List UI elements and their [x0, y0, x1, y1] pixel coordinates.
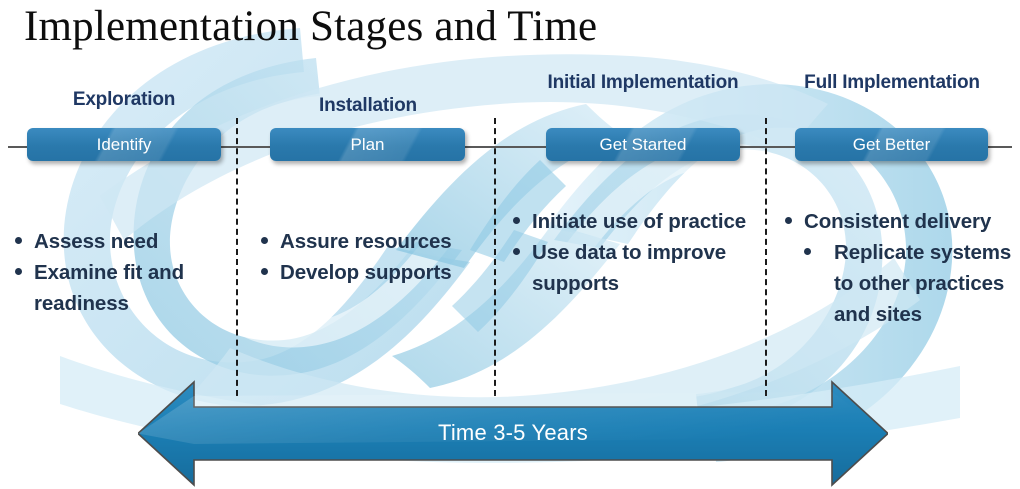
stage-bullets-exploration: Assess need Examine fit and readiness — [12, 226, 227, 319]
list-item: Consistent delivery — [782, 206, 1020, 237]
stage-chip-label: Get Started — [599, 134, 687, 154]
bullet-text: Assure resources — [280, 230, 452, 253]
list-item: Initiate use of practice — [510, 206, 750, 237]
stage-chip-label: Get Better — [852, 134, 931, 154]
list-item: Develop supports — [258, 257, 483, 288]
stage-heading-installation: Installation — [319, 95, 417, 116]
bullet-dot-icon — [513, 217, 520, 224]
stage-chip-plan[interactable]: Plan — [270, 128, 465, 161]
bullet-text: Consistent delivery — [804, 210, 992, 233]
bullet-dot-icon — [261, 268, 268, 275]
stage-heading-full-implementation: Full Implementation — [804, 72, 980, 93]
bullet-dot-icon — [513, 248, 520, 255]
stage-chip-get-better[interactable]: Get Better — [795, 128, 988, 161]
list-item: Assess need — [12, 226, 227, 257]
stage-chip-label: Identify — [96, 134, 152, 154]
bullet-dot-icon — [15, 237, 22, 244]
bullet-text: Develop supports — [280, 261, 452, 284]
page-title: Implementation Stages and Time — [24, 3, 598, 50]
bullet-text: Use data to improve supports — [532, 241, 727, 295]
bullet-text: Assess need — [34, 230, 159, 253]
stage-bullets-initial-implementation: Initiate use of practice Use data to imp… — [510, 206, 750, 299]
bullet-dot-icon — [15, 268, 22, 275]
bullet-dot-icon — [804, 248, 811, 255]
stage-heading-exploration: Exploration — [72, 89, 176, 110]
stage-chip-identify[interactable]: Identify — [27, 128, 221, 161]
time-double-arrow — [138, 380, 888, 487]
list-item: Use data to improve supports — [510, 237, 750, 299]
list-item: Replicate systems to other practices and… — [782, 237, 1020, 330]
stage-divider-3 — [765, 118, 767, 396]
list-item: Assure resources — [258, 226, 483, 257]
stage-heading-initial-implementation: Initial Implementation — [547, 72, 739, 93]
bullet-text: Examine fit and readiness — [34, 261, 185, 315]
timeline-axis-line — [8, 146, 1012, 148]
stage-chip-label: Plan — [350, 134, 385, 154]
stage-bullets-full-implementation: Consistent delivery Replicate systems to… — [782, 206, 1020, 330]
stage-chip-get-started[interactable]: Get Started — [546, 128, 740, 161]
stage-bullets-installation: Assure resources Develop supports — [258, 226, 483, 288]
bullet-dot-icon — [261, 237, 268, 244]
stage-divider-1 — [236, 118, 238, 396]
list-item: Examine fit and readiness — [12, 257, 227, 319]
bullet-text: Replicate systems to other practices and… — [834, 241, 1012, 326]
bullet-dot-icon — [785, 217, 792, 224]
stage-divider-2 — [494, 118, 496, 396]
bullet-text: Initiate use of practice — [532, 210, 747, 233]
